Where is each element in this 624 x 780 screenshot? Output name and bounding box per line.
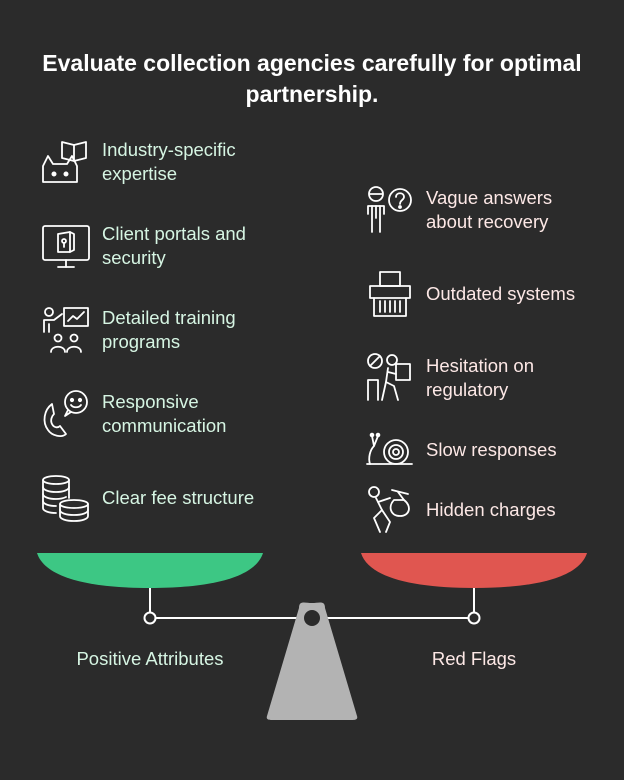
phone-chat-icon xyxy=(40,388,92,440)
negative-item-label: Slow responses xyxy=(426,439,557,460)
coin-stack-icon xyxy=(40,472,92,524)
hesitant-person-icon xyxy=(364,352,416,404)
negative-item-label: Hesitation on regulatory xyxy=(426,355,534,400)
confused-person-icon xyxy=(364,184,416,236)
positive-item-label: Clear fee structure xyxy=(102,487,255,508)
secure-portal-icon xyxy=(40,220,92,272)
fulcrum xyxy=(266,602,358,720)
positive-item-responsive-communication: Responsive communication xyxy=(40,388,272,440)
positive-pivot xyxy=(143,611,157,625)
negative-item-hesitation-regulatory: Hesitation on regulatory xyxy=(364,352,601,404)
positive-item-label: Responsive communication xyxy=(102,391,227,436)
page-title: Evaluate collection agencies carefully f… xyxy=(42,50,582,107)
positive-caption: Positive Attributes xyxy=(76,648,224,669)
industry-expert-icon xyxy=(40,136,92,188)
negative-item-slow-responses: Slow responses xyxy=(364,424,601,476)
positive-item-label: Detailed training programs xyxy=(102,307,236,352)
negative-item-hidden-charges: Hidden charges xyxy=(364,484,601,536)
positive-item-client-portals: Client portals and security xyxy=(40,220,272,272)
positive-item-clear-fee: Clear fee structure xyxy=(40,472,272,524)
negative-caption: Red Flags xyxy=(431,648,517,669)
negative-pivot xyxy=(467,611,481,625)
positive-item-industry-expertise: Industry-specific expertise xyxy=(40,136,272,188)
balance-scale xyxy=(37,553,587,720)
training-presentation-icon xyxy=(40,304,92,356)
positive-item-label: Client portals and security xyxy=(102,223,246,268)
positive-item-training-programs: Detailed training programs xyxy=(40,304,272,356)
negative-item-label: Hidden charges xyxy=(426,499,556,520)
negative-pan xyxy=(361,553,587,588)
paper-shredder-icon xyxy=(364,268,416,320)
negative-item-label: Vague answers about recovery xyxy=(426,187,553,232)
fulcrum-hinge xyxy=(304,610,320,626)
snail-icon xyxy=(364,424,416,476)
negative-item-label: Outdated systems xyxy=(426,283,576,304)
negative-item-vague-answers: Vague answers about recovery xyxy=(364,184,601,236)
positive-item-label: Industry-specific expertise xyxy=(102,139,236,184)
positive-pan xyxy=(37,553,263,588)
money-bag-thief-icon xyxy=(364,484,416,536)
negative-item-outdated-systems: Outdated systems xyxy=(364,268,601,320)
